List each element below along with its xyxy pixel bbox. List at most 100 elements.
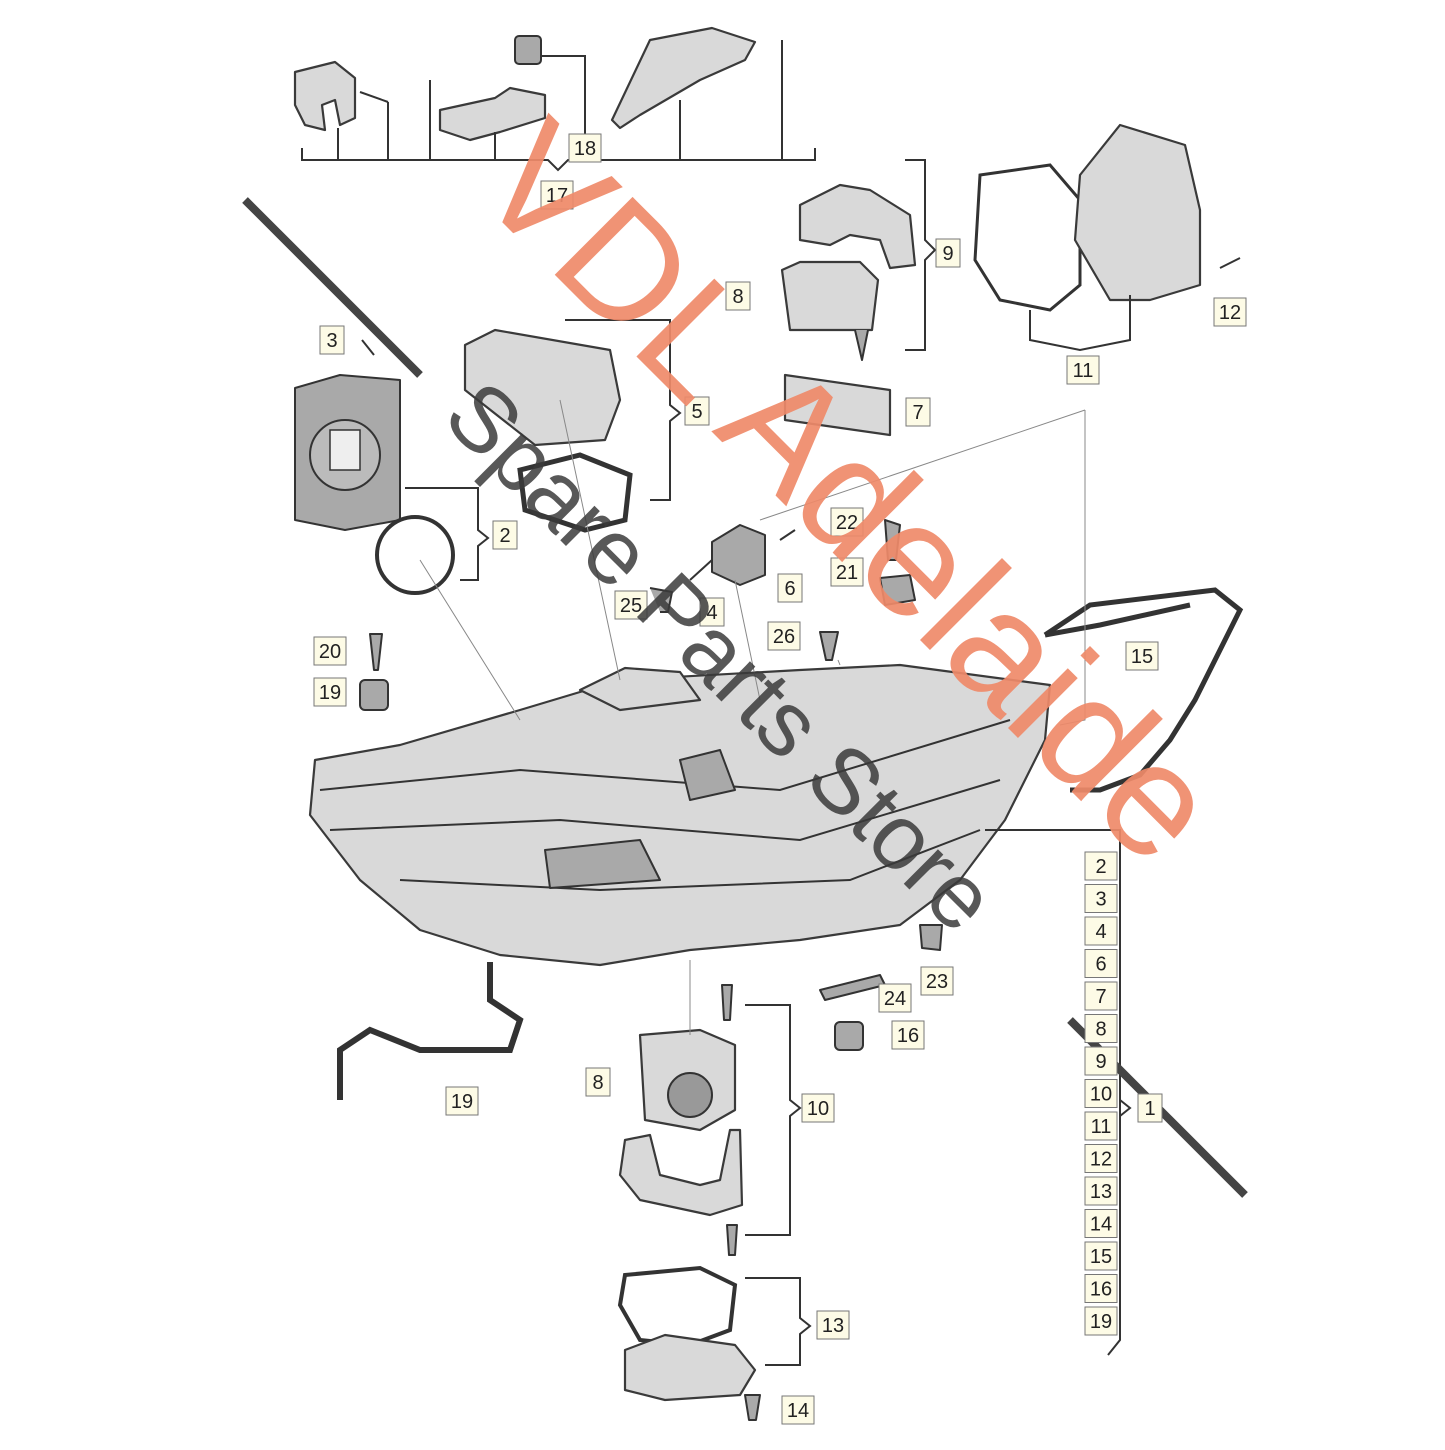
callout-18: 18 (568, 133, 602, 163)
assembly-item: 16 (1084, 1274, 1118, 1303)
callout-1: 1 (1137, 1093, 1163, 1123)
projector (679, 749, 736, 801)
callout-number: 19 (319, 682, 341, 704)
assembly-number: 8 (1095, 1019, 1106, 1041)
callout-26: 26 (767, 621, 801, 651)
callout-17: 17 (540, 180, 574, 210)
screw-10a (721, 984, 733, 1021)
actuator-4 (711, 524, 766, 586)
callout-number: 7 (912, 402, 923, 424)
adjuster-motor-top (780, 260, 880, 332)
assembly-item: 3 (1084, 884, 1118, 913)
callout-number: 2 (499, 525, 510, 547)
assembly-item: 7 (1084, 981, 1118, 1011)
adjuster-bracket (798, 183, 917, 270)
bracket-brace (301, 148, 816, 172)
gasket-13 (617, 1265, 738, 1348)
callout-23: 23 (920, 966, 954, 996)
mount-bracket (438, 86, 547, 142)
screw-3 (361, 339, 375, 356)
cover-group-13 (617, 1265, 812, 1421)
gasket-5 (517, 452, 633, 533)
callout-22: 22 (830, 507, 864, 537)
callout-number: 14 (787, 1400, 809, 1422)
adjuster-group-10 (618, 984, 802, 1256)
callout-number: 18 (574, 138, 596, 160)
screw-25 (649, 587, 673, 613)
assembly-item: 19 (1084, 1306, 1118, 1336)
assembly-item: 9 (1084, 1046, 1118, 1076)
callout-6: 6 (777, 573, 803, 603)
callout-3: 3 (319, 325, 345, 355)
callout-number: 26 (773, 626, 795, 648)
assembly-number: 10 (1090, 1084, 1112, 1106)
callout-4: 4 (699, 597, 725, 627)
assembly-item: 13 (1084, 1176, 1118, 1206)
callout-12: 12 (1213, 297, 1247, 327)
side-bracket (610, 26, 757, 130)
rubber-grommet (514, 35, 542, 65)
assembly-item: 12 (1084, 1144, 1118, 1173)
assembly-number: 11 (1091, 1116, 1112, 1138)
callout-number: 23 (926, 971, 948, 993)
callout-number: 12 (1219, 302, 1241, 324)
callout-number: 10 (807, 1098, 829, 1120)
cover-13 (623, 1333, 757, 1402)
callout-5: 5 (684, 396, 710, 426)
screw-10b (726, 1224, 738, 1256)
callout-21: 21 (830, 557, 864, 587)
callout-25: 25 (614, 590, 648, 620)
screw-20 (369, 633, 383, 671)
callout-number: 9 (942, 243, 953, 265)
nut-16 (834, 1021, 864, 1051)
assembly-item: 2 (1084, 851, 1118, 881)
screw-6 (779, 529, 796, 541)
assembly-number: 4 (1095, 921, 1106, 943)
callout-20: 20 (313, 636, 347, 666)
callout-number: 4 (706, 602, 717, 624)
callout-number: 5 (691, 401, 702, 423)
callout-24: 24 (878, 983, 912, 1013)
assembly-number: 7 (1095, 986, 1106, 1008)
assembly-number: 14 (1090, 1214, 1112, 1236)
callout-number: 16 (897, 1025, 919, 1047)
screw-24 (819, 974, 886, 1001)
callout-labels: 1234567889101112131415161718191920212223… (313, 133, 1247, 1425)
callout-number: 24 (884, 988, 906, 1010)
small-parts (359, 373, 916, 711)
housing-gasket-15 (1043, 587, 1244, 793)
callout-number: 15 (1131, 646, 1153, 668)
headlight-housing (308, 663, 1052, 967)
slash-top-left (242, 197, 423, 378)
clip-21 (879, 574, 916, 606)
assembly-item: 15 (1084, 1241, 1118, 1271)
screw (359, 91, 389, 103)
assembly-item: 10 (1084, 1079, 1118, 1108)
callout-9: 9 (935, 238, 961, 268)
callout-13: 13 (816, 1310, 850, 1340)
callout-number: 8 (732, 286, 743, 308)
callout-11: 11 (1066, 355, 1100, 385)
callout-number: 25 (620, 595, 642, 617)
module-housing (463, 328, 622, 447)
gasket (973, 163, 1082, 312)
callout-10: 10 (801, 1093, 835, 1123)
assembly-number: 3 (1095, 889, 1106, 911)
callout-2: 2 (492, 520, 518, 550)
callout-number: 13 (822, 1315, 844, 1337)
screw-26 (819, 631, 839, 661)
assembly-number: 13 (1090, 1181, 1112, 1203)
assembly-number: 2 (1095, 856, 1106, 878)
assembly-number: 12 (1090, 1149, 1112, 1171)
control-unit-5 (463, 319, 682, 533)
assembly-number: 9 (1095, 1051, 1106, 1073)
o-ring (375, 515, 455, 595)
callout-number: 19 (451, 1091, 473, 1113)
screw-12 (1219, 257, 1241, 269)
callout-number: 8 (592, 1072, 603, 1094)
callout-number: 11 (1073, 360, 1094, 382)
assembly-item: 14 (1084, 1209, 1118, 1238)
clip-bracket (293, 60, 357, 132)
